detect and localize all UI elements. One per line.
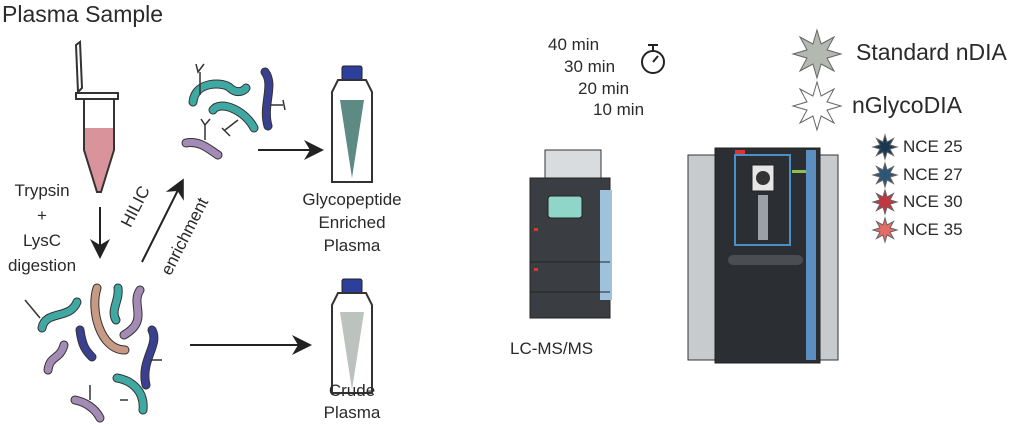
enrichment-arrow bbox=[141, 178, 184, 263]
star-icon bbox=[871, 188, 899, 216]
digestion-line: Trypsin bbox=[14, 181, 70, 200]
crude-vial-icon bbox=[331, 278, 373, 394]
mass-spectrometer-icon bbox=[687, 147, 839, 364]
digestion-line: + bbox=[37, 206, 47, 225]
microcentrifuge-tube-icon bbox=[74, 40, 119, 193]
star-icon bbox=[791, 80, 843, 132]
label-line: Plasma bbox=[323, 403, 381, 422]
gradient-10: 10 min bbox=[593, 100, 645, 119]
label-line: Enriched bbox=[318, 213, 386, 232]
label-line: Plasma bbox=[323, 236, 381, 255]
star-icon bbox=[871, 133, 899, 161]
glycan-icons bbox=[195, 63, 286, 140]
stopwatch-icon bbox=[641, 44, 665, 74]
digestion-line: digestion bbox=[7, 256, 77, 275]
legend-nce-30: NCE 30 bbox=[903, 192, 963, 211]
star-icon bbox=[871, 161, 899, 189]
digestion-label: Trypsin + LysC digestion bbox=[2, 178, 82, 278]
enriched-vial-icon bbox=[331, 65, 373, 183]
crude-sample-label: Crude Plasma bbox=[312, 380, 392, 424]
gradient-30: 30 min bbox=[564, 57, 616, 76]
gradient-40: 40 min bbox=[548, 35, 600, 54]
peptides-cluster bbox=[37, 283, 159, 423]
glycopeptides-cluster bbox=[181, 67, 274, 160]
star-icon bbox=[871, 216, 899, 244]
lc-system-icon bbox=[529, 149, 612, 319]
legend-standard-ndia: Standard nDIA bbox=[856, 39, 1007, 65]
digestion-line: LysC bbox=[22, 231, 62, 250]
legend-nglycodia: nGlycoDIA bbox=[852, 92, 962, 118]
page-title: Plasma Sample bbox=[2, 1, 164, 27]
legend-nce-25: NCE 25 bbox=[903, 137, 963, 156]
label-line: Glycopeptide bbox=[302, 190, 402, 209]
gradient-20: 20 min bbox=[578, 79, 630, 98]
star-icon bbox=[791, 28, 843, 80]
enriched-sample-label: Glycopeptide Enriched Plasma bbox=[292, 188, 412, 257]
instrument-label: LC-MS/MS bbox=[510, 339, 594, 358]
glycan-icons-crude bbox=[24, 299, 162, 401]
label-line: Crude bbox=[328, 381, 376, 400]
legend-nce-27: NCE 27 bbox=[903, 165, 963, 184]
legend-stars bbox=[791, 28, 899, 244]
legend-nce-35: NCE 35 bbox=[903, 220, 963, 239]
